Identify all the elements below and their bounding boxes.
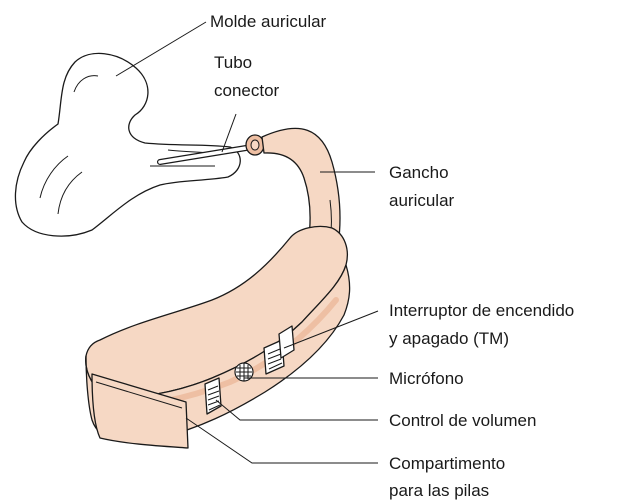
label-hook-line1: Gancho [389,163,449,182]
label-battery-line1: Compartimento [389,454,505,473]
label-tube-line1: Tubo [214,53,252,72]
labels: Molde auricular Tubo conector Gancho aur… [210,12,574,500]
label-hook-line2: auricular [389,191,455,210]
label-switch-line2: y apagado (TM) [389,329,509,348]
leader-battery [186,418,378,463]
label-tube-line2: conector [214,81,280,100]
body-top-face [86,226,348,397]
label-switch-line1: Interruptor de encendido [389,301,574,320]
label-earmold: Molde auricular [210,12,327,31]
earmold [15,53,240,236]
label-volume: Control de volumen [389,411,536,430]
label-battery-line2: para las pilas [389,481,489,500]
leader-earmold [116,22,206,76]
label-microphone: Micrófono [389,369,464,388]
earmold-shape [15,53,240,236]
